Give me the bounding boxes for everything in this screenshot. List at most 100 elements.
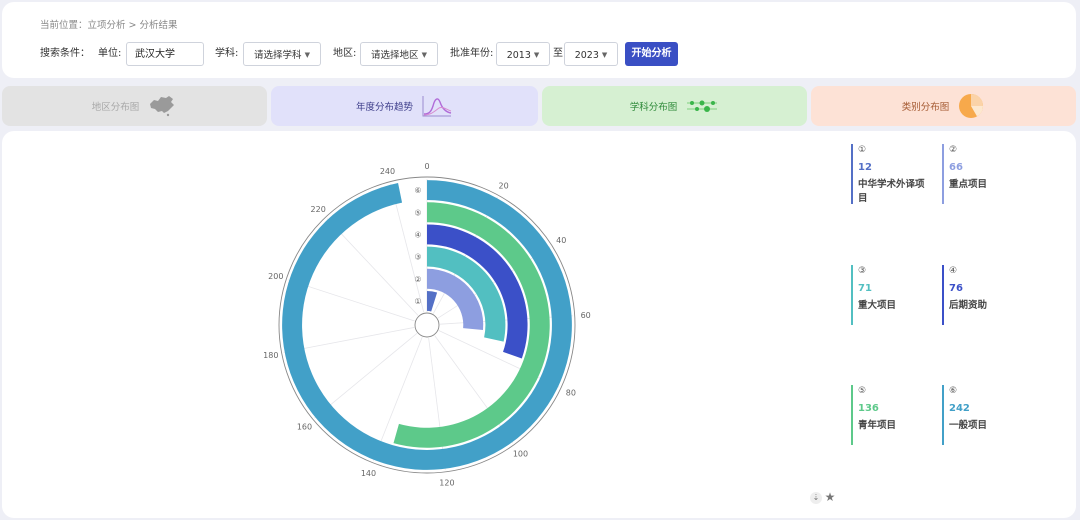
legend-value: 12 [858, 162, 872, 173]
legend-index: ④ [949, 266, 958, 276]
legend-index: ② [949, 145, 958, 155]
grid-line [434, 335, 514, 444]
angle-tick-label: 220 [311, 205, 326, 214]
chevron-down-icon: ▼ [304, 51, 310, 59]
scatter-dots-icon [687, 100, 718, 112]
legend-item-3[interactable]: ③ 71 重大项目 [851, 265, 933, 325]
grid-line [439, 315, 573, 325]
grid-line [326, 218, 419, 316]
subject-select-value: 请选择学科 [254, 50, 302, 61]
angle-tick-label: 100 [513, 450, 528, 459]
subject-select[interactable]: 请选择学科▼ [243, 42, 321, 66]
grid-line [432, 196, 498, 314]
unit-input[interactable]: 武汉大学 [126, 42, 204, 66]
radius-label: ① [414, 297, 421, 306]
angle-tick-label: 0 [424, 162, 429, 171]
angle-tick-label: 40 [556, 236, 566, 245]
search-conditions-row: 搜索条件： 单位: 武汉大学 学科: 请选择学科▼ 地区: 请选择地区▼ 批准年… [2, 42, 1076, 66]
legend-index: ③ [858, 266, 867, 276]
legend-value: 71 [858, 283, 872, 294]
year-to-value: 2023 [574, 50, 599, 61]
line-trend-icon [422, 96, 452, 117]
tab-subject-label: 学科分布图 [629, 102, 678, 113]
legend-index: ⑥ [949, 386, 958, 396]
grid-line [390, 183, 425, 313]
radius-label: ⑥ [414, 186, 421, 195]
grid-line [428, 337, 446, 470]
grid-line [372, 336, 423, 461]
star-icon[interactable]: ★ [824, 490, 836, 504]
grid-line [314, 332, 418, 419]
legend-name: 青年项目 [858, 420, 897, 431]
tab-region-label: 地区分布图 [91, 102, 140, 113]
angle-axis-line [278, 176, 576, 474]
angle-tick-label: 180 [263, 351, 278, 360]
legend-index: ① [858, 145, 867, 155]
legend-name: 中华学术外译项目 [858, 179, 925, 204]
legend-value: 242 [949, 403, 970, 414]
year-to-select[interactable]: 2023▼ [564, 42, 618, 66]
tab-region-distribution[interactable]: 地区分布图 [2, 86, 267, 126]
radius-label: ② [414, 275, 421, 284]
year-label: 批准年份: [450, 48, 494, 59]
conditions-label: 搜索条件： [40, 48, 90, 59]
search-panel: 当前位置：立项分析 > 分析结果 搜索条件： 单位: 武汉大学 学科: 请选择学… [2, 2, 1076, 78]
polar-bar-4 [427, 224, 528, 359]
grid-line [288, 279, 415, 322]
china-map-icon [150, 96, 175, 117]
unit-label: 单位: [98, 48, 122, 59]
subject-label: 学科: [215, 48, 239, 59]
breadcrumb: 当前位置：立项分析 > 分析结果 [40, 20, 178, 31]
angle-tick-label: 140 [361, 469, 376, 478]
legend-value: 66 [949, 162, 963, 173]
angle-tick-label: 120 [439, 479, 454, 488]
angle-tick-label: 60 [581, 311, 591, 320]
chevron-down-icon: ▼ [421, 51, 427, 59]
inner-axis-circle [414, 312, 440, 338]
year-range-separator: 至 [553, 48, 563, 59]
polar-bar-2 [427, 268, 484, 330]
angle-tick-label: 80 [566, 389, 576, 398]
tab-yearly-trend[interactable]: 年度分布趋势 [271, 86, 538, 126]
legend-item-1[interactable]: ① 12 中华学术外译项目 [851, 144, 933, 204]
tab-type-label: 类别分布图 [901, 102, 950, 113]
region-select-value: 请选择地区 [371, 50, 419, 61]
region-select[interactable]: 请选择地区▼ [360, 42, 438, 66]
legend-item-2[interactable]: ② 66 重点项目 [942, 144, 1024, 204]
tab-year-label: 年度分布趋势 [355, 102, 413, 113]
radius-label: ③ [414, 253, 421, 262]
grid-line [283, 327, 415, 353]
legend-item-6[interactable]: ⑥ 242 一般项目 [942, 385, 1024, 445]
angle-tick-label: 240 [380, 167, 395, 176]
grid-line [437, 246, 551, 319]
legend-item-5[interactable]: ⑤ 136 青年项目 [851, 385, 933, 445]
chevron-down-icon: ▼ [533, 51, 540, 59]
legend-name: 重大项目 [858, 300, 897, 311]
legend-item-4[interactable]: ④ 76 后期资助 [942, 265, 1024, 325]
start-analysis-button[interactable]: 开始分析 [625, 42, 678, 66]
year-from-value: 2013 [506, 50, 531, 61]
region-label: 地区: [333, 48, 357, 59]
radius-label: ⑤ [414, 208, 421, 217]
tab-category-distribution[interactable]: 类别分布图 [811, 86, 1076, 126]
angle-tick-label: 20 [499, 182, 509, 191]
grid-line [438, 330, 560, 388]
legend-name: 后期资助 [949, 300, 988, 311]
polar-bar-3 [427, 246, 506, 342]
polar-bar-5 [393, 202, 550, 448]
legend-value: 76 [949, 283, 963, 294]
radius-label: ④ [414, 230, 421, 239]
legend-value: 136 [858, 403, 879, 414]
legend-index: ⑤ [858, 386, 867, 396]
pie-icon [959, 94, 984, 118]
year-from-select[interactable]: 2013▼ [496, 42, 550, 66]
angle-tick-label: 200 [268, 272, 283, 281]
legend-name: 重点项目 [949, 179, 988, 190]
polar-bar-1 [427, 290, 438, 312]
legend-name: 一般项目 [949, 420, 988, 431]
chevron-down-icon: ▼ [601, 51, 608, 59]
download-icon[interactable]: ⇣ [810, 492, 822, 504]
tab-subject-distribution[interactable]: 学科分布图 [542, 86, 807, 126]
